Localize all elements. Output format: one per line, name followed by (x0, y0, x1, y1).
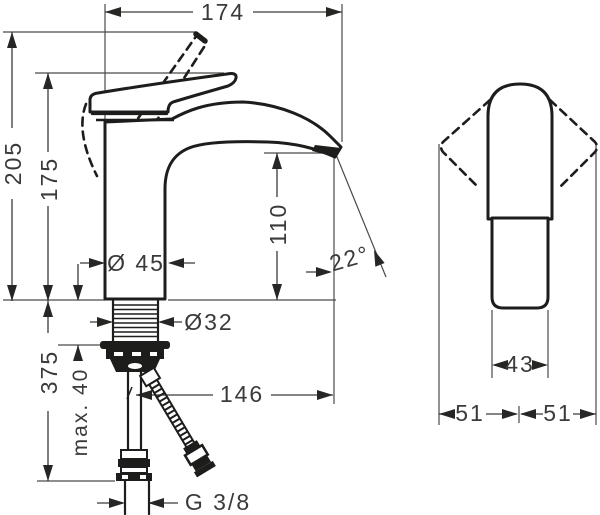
front-handle (486, 82, 554, 221)
hose-end-connector (183, 440, 216, 478)
side-view-faucet (81, 31, 343, 515)
front-view-faucet (439, 82, 599, 310)
flexible-hose (138, 366, 216, 478)
dimension-arrowheads (7, 7, 596, 508)
threaded-shank (111, 298, 160, 343)
label-tip-to-supply: 146 (220, 381, 264, 407)
mounting-nut (100, 341, 170, 372)
label-handle-clearance-right: 51 (543, 400, 573, 426)
label-outlet-height: 110 (265, 203, 291, 246)
label-body-width: 43 (505, 351, 535, 377)
label-handle-clearance-left: 51 (455, 400, 485, 426)
front-body (490, 216, 550, 310)
label-max-deck-thickness: max. 40 (69, 368, 92, 457)
label-overall-depth: 174 (201, 0, 245, 25)
dimension-labels: 174 205 175 110 Ø 45 Ø32 22° 146 375 max… (0, 0, 573, 515)
label-supply-length: 375 (36, 350, 62, 394)
reference-lines (3, 4, 597, 482)
label-height-handle-closed: 175 (36, 157, 62, 201)
handle-closed (88, 72, 238, 114)
handle-swing-left-dashed (439, 98, 492, 189)
hose-start-fitting (138, 366, 162, 388)
label-shank-diameter: Ø32 (184, 309, 233, 335)
aerator-outlet (312, 145, 341, 157)
label-connection-thread: G 3/8 (185, 489, 251, 515)
supply-pipe (116, 370, 152, 515)
label-base-diameter: Ø 45 (107, 250, 165, 276)
faucet-body-outline (103, 100, 343, 301)
handle-swing-right-dashed (548, 98, 599, 189)
label-height-handle-raised: 205 (0, 141, 26, 185)
